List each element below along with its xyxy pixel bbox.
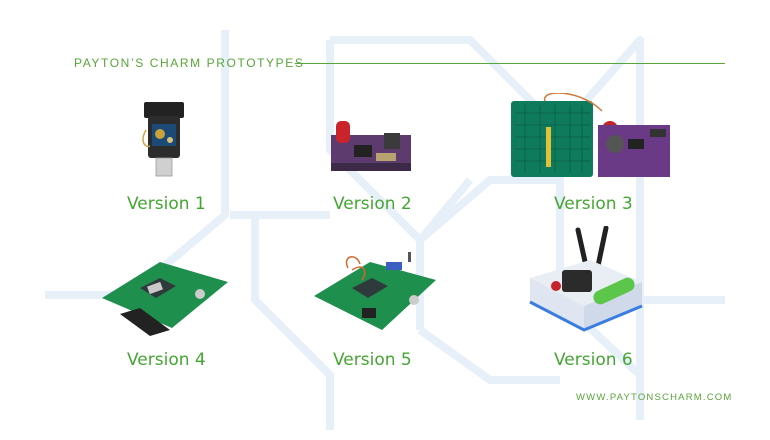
version-4-label: Version 4 xyxy=(127,350,206,370)
version-6-label: Version 6 xyxy=(554,350,633,370)
version-3-label: Version 3 xyxy=(554,194,633,214)
version-2-photo xyxy=(331,121,411,171)
version-5-photo xyxy=(314,252,436,330)
title-divider xyxy=(295,63,725,64)
version-4-photo xyxy=(102,262,228,336)
version-5-label: Version 5 xyxy=(333,350,412,370)
version-2-label: Version 2 xyxy=(333,194,412,214)
version-3-photo xyxy=(511,93,670,177)
version-1-photo xyxy=(142,102,184,177)
page-title: PAYTON’S CHARM PROTOTYPES xyxy=(74,56,305,70)
version-1-label: Version 1 xyxy=(127,194,206,214)
website-link[interactable]: WWW.PAYTONSCHARM.COM xyxy=(576,392,733,403)
version-6-photo xyxy=(529,226,643,332)
